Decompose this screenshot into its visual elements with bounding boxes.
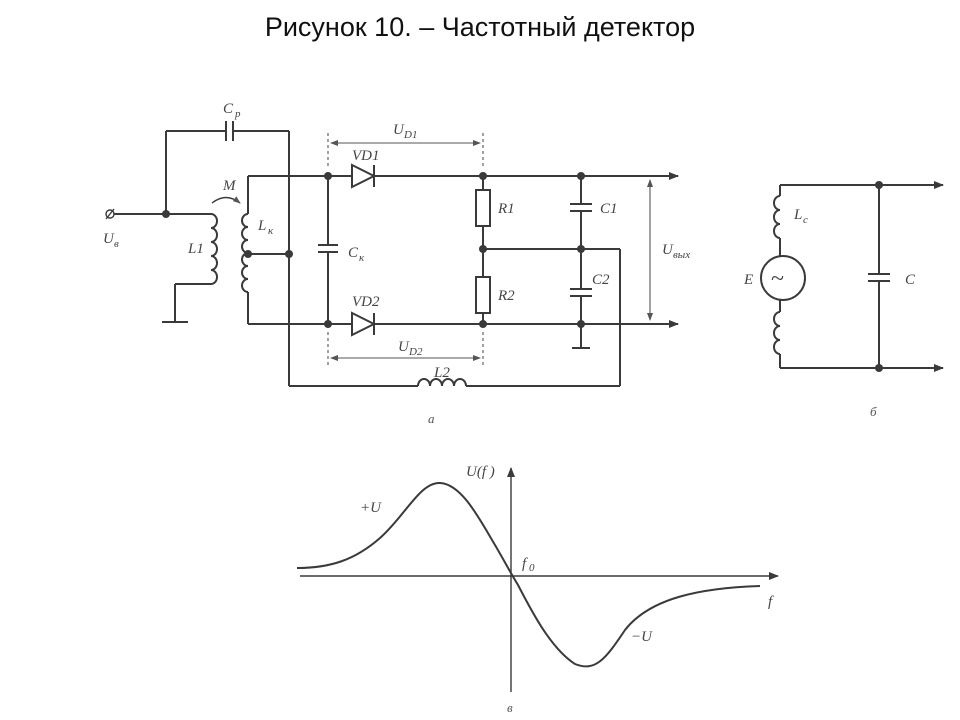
label-l1: L1: [187, 241, 204, 257]
label-ud2: U: [398, 339, 410, 355]
label-lc: L: [793, 207, 802, 223]
inductor-lk: [241, 176, 289, 324]
capacitor-c1: [570, 176, 592, 249]
slide-title: Рисунок 10. – Частотный детектор: [264, 12, 696, 42]
label-ud1: U: [393, 122, 405, 138]
label-uout-sub: вых: [673, 249, 690, 261]
label-plus-u: +U: [360, 500, 382, 516]
label-lc-sub: c: [803, 214, 808, 226]
ud2-dimension: [327, 332, 484, 366]
resistor-r2: [475, 249, 491, 324]
inductor-lc: [773, 195, 781, 239]
capacitor-cp: [165, 121, 289, 214]
graph-v: U(f ) +U −U f 0 f в: [296, 464, 779, 715]
diode-vd2: [328, 311, 483, 337]
label-ck-sub: к: [359, 252, 365, 264]
resistor-r1: [475, 176, 491, 249]
capacitor-c2: [570, 249, 592, 349]
label-c1: C1: [600, 201, 618, 217]
label-c2: C2: [592, 272, 610, 288]
label-uout: U: [662, 242, 674, 258]
input-terminal: [105, 208, 166, 220]
circuit-a: C p M U в L1 L к C к VD1 VD2 U D1 U D2 R…: [103, 101, 690, 426]
label-uf: U(f ): [466, 464, 495, 480]
label-c: C: [905, 272, 916, 288]
response-curve: [296, 481, 761, 668]
inductor-lower-b: [773, 311, 781, 355]
center-feed-junction: [285, 250, 293, 258]
label-m: M: [222, 178, 237, 194]
label-minus-u: −U: [631, 629, 653, 645]
mutual-inductance-arc: [211, 196, 241, 204]
caption-v: в: [507, 700, 513, 715]
inductor-l1: [162, 213, 218, 323]
capacitor-c-b: [868, 185, 890, 368]
label-lk: L: [257, 218, 266, 234]
label-ud1-sub: D1: [403, 129, 417, 141]
caption-a: а: [428, 411, 435, 426]
capacitor-ck: [318, 176, 338, 324]
caption-b: б: [870, 404, 877, 419]
label-e: E: [743, 272, 753, 288]
label-ck: C: [348, 245, 359, 261]
label-ud2-sub: D2: [408, 346, 423, 358]
label-lk-sub: к: [268, 225, 274, 237]
label-f0-sub: 0: [529, 562, 535, 574]
b-bottom-junction: [875, 364, 883, 372]
inductor-l2: [289, 249, 621, 387]
b-top-junction: [875, 181, 883, 189]
label-r1: R1: [497, 201, 515, 217]
lk-tap-junction: [244, 250, 252, 258]
source-e: [760, 255, 806, 301]
label-cp-sub: p: [234, 108, 241, 120]
ud1-dimension: [327, 133, 484, 168]
label-vd1: VD1: [352, 148, 380, 164]
label-f: f: [768, 594, 774, 610]
label-r2: R2: [497, 288, 515, 304]
label-ub: U: [103, 231, 115, 247]
circuit-b: ~ L c E C б: [743, 181, 944, 419]
label-ub-sub: в: [114, 238, 119, 250]
source-tilde: ~: [771, 266, 784, 292]
c-mid-junction: [577, 245, 585, 253]
label-l2: L2: [433, 365, 450, 381]
label-cp: C: [223, 101, 234, 117]
diode-vd1: [328, 163, 483, 189]
label-vd2: VD2: [352, 294, 380, 310]
label-f0: f: [522, 556, 528, 572]
